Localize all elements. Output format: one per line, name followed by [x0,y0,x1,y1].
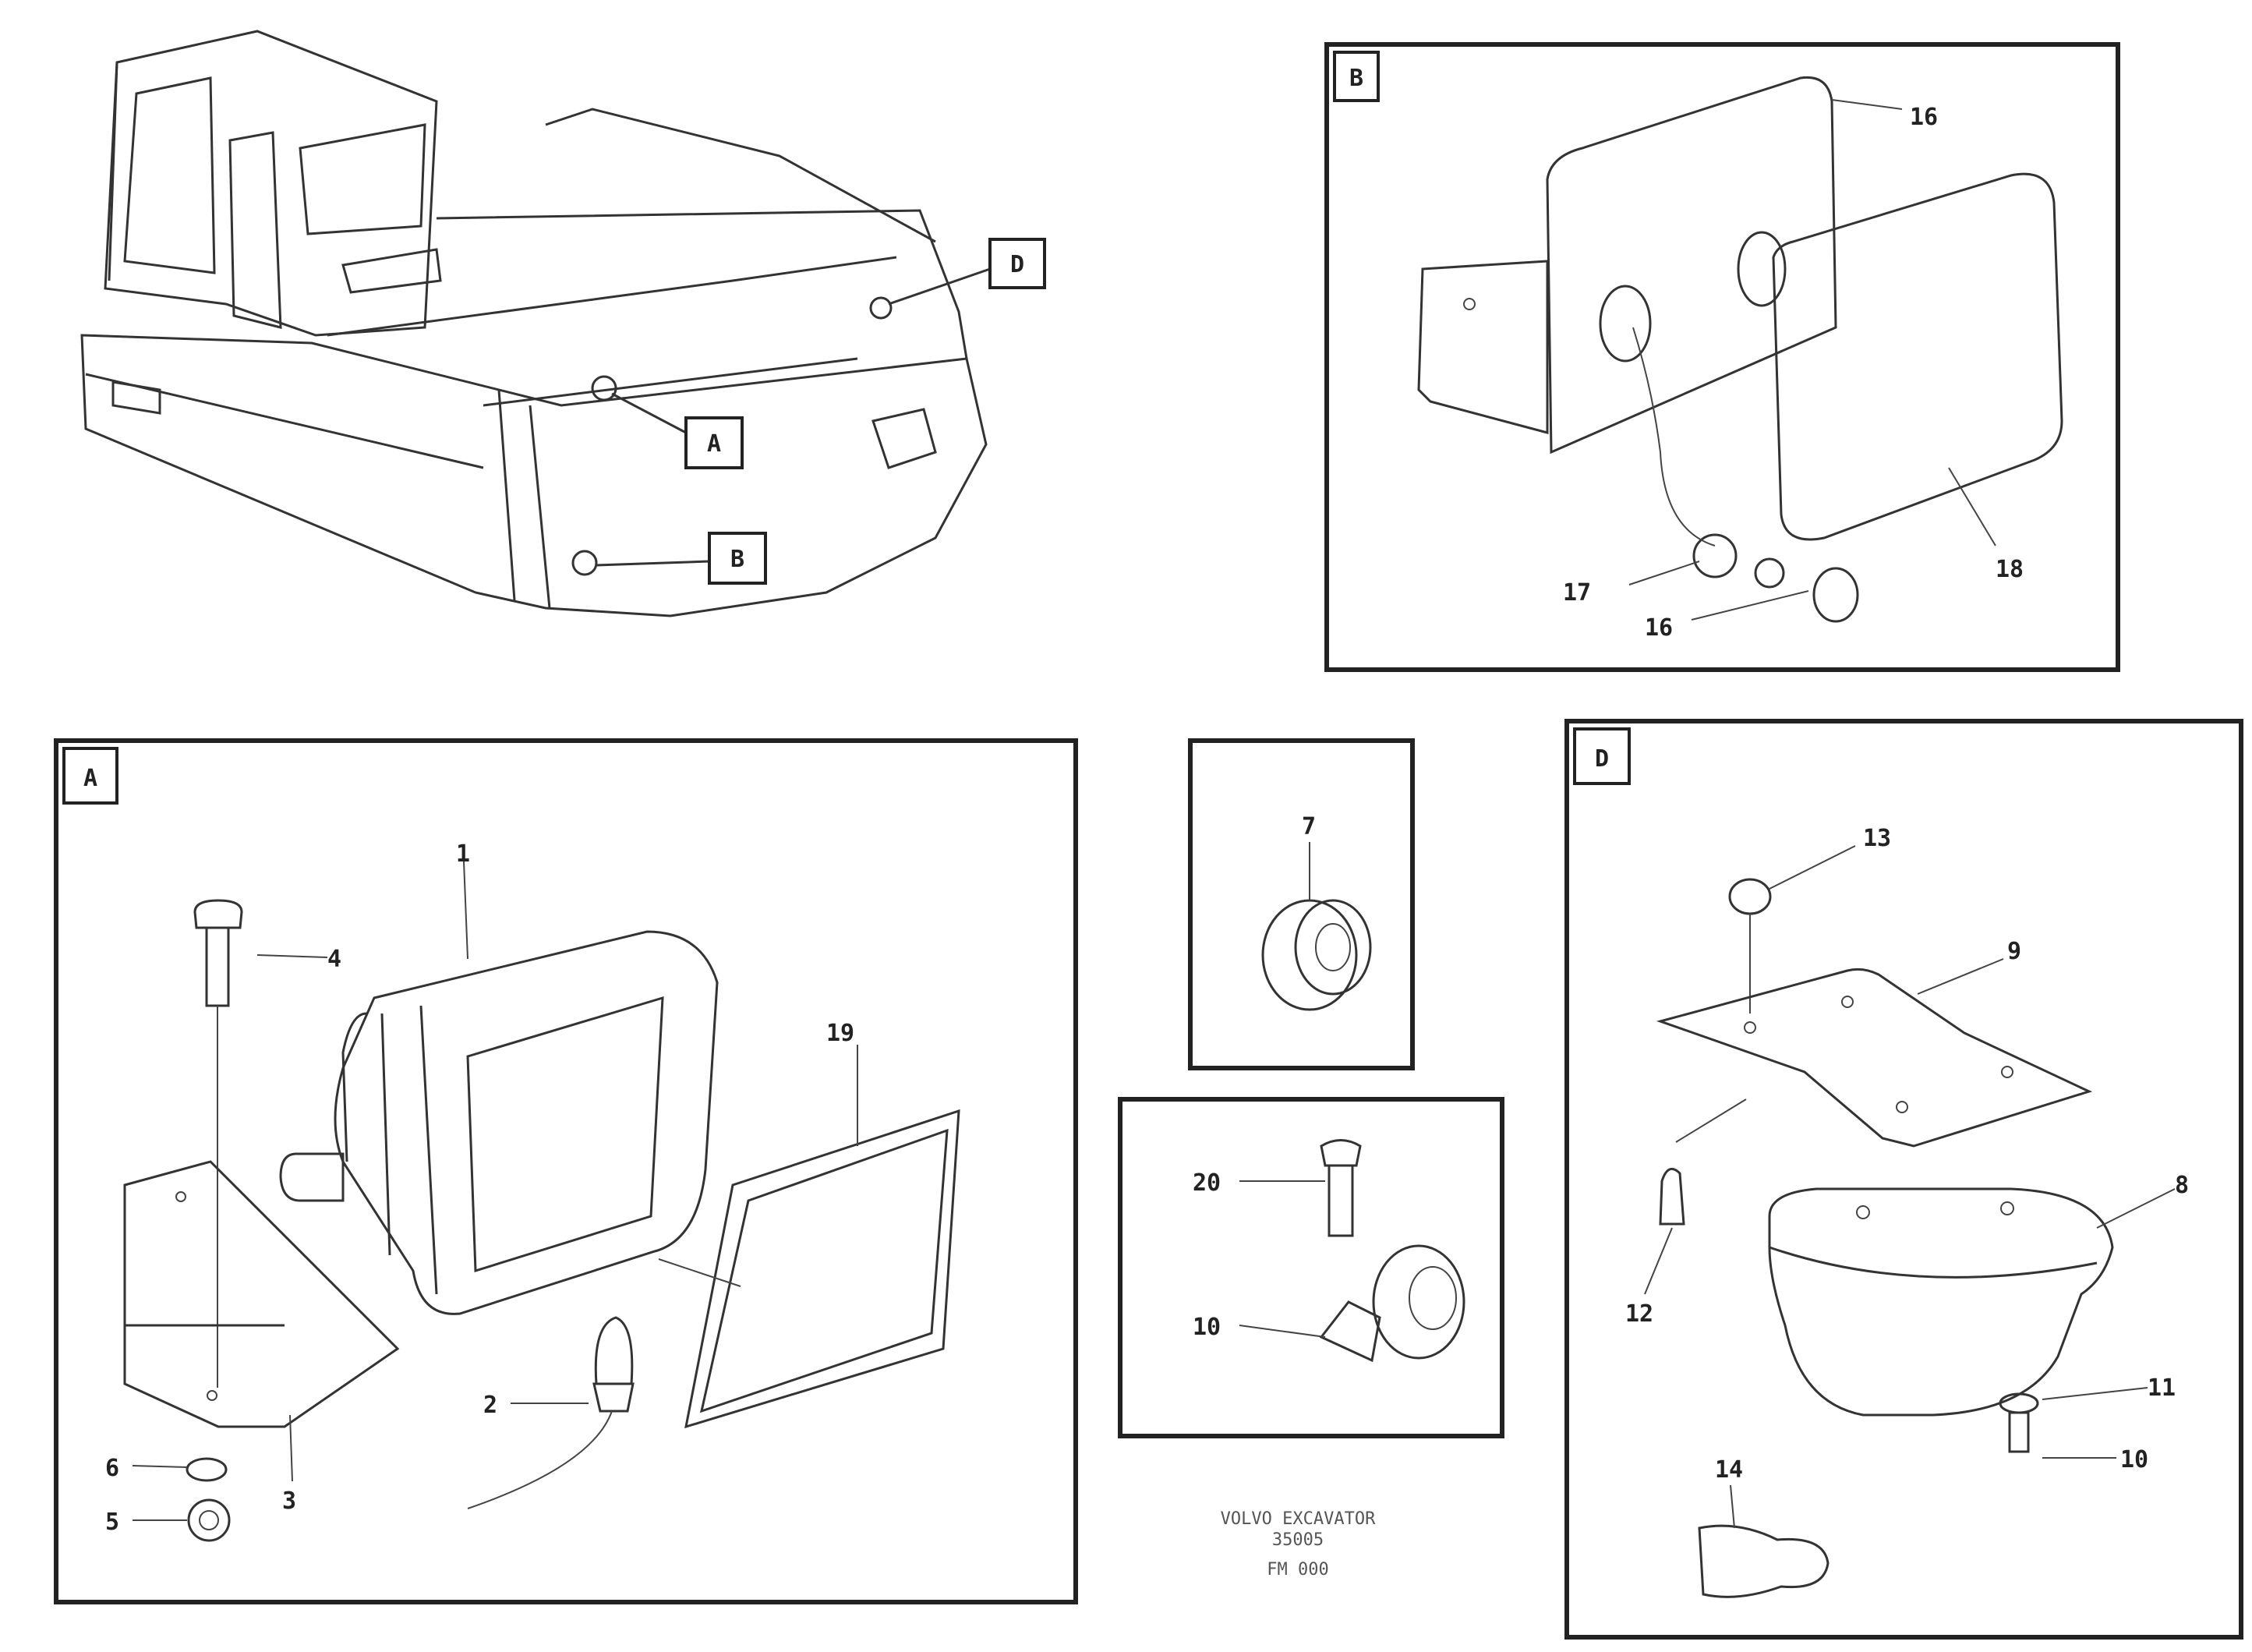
panel-a-label-lamp: 1 [456,840,470,868]
panel-c-frame [1188,738,1415,1070]
panel-b-tag-label: B [1349,65,1363,92]
panel-a-frame [54,738,1078,1604]
callout-tag-b[interactable] [708,532,767,585]
detail-panel-e: 20 10 [1118,1097,1504,1438]
callout-tag-d[interactable] [988,238,1046,289]
panel-e-label-clip: 10 [1193,1314,1221,1341]
panel-d-label-washer: 11 [2148,1374,2176,1402]
panel-a-label-bracket: 3 [282,1488,296,1515]
excavator-overview-drawing: D A B [80,30,1046,617]
panel-c-label-grommet: 7 [1302,813,1316,840]
detail-panel-d: D 13 9 12 8 11 10 14 [1564,719,2243,1640]
callout-d-label: D [1010,251,1024,278]
panel-a-label-washer: 6 [105,1455,119,1482]
panel-b-frame [1324,42,2120,672]
panel-a-tag [62,747,118,805]
callout-a-label: A [707,430,721,458]
panel-d-tag-label: D [1595,745,1609,773]
footer-ref-line2: 35005 [1272,1530,1324,1550]
footer-ref-line3: FM 000 [1267,1560,1328,1579]
detail-panel-b: B 16 18 17 16 [1324,42,2120,672]
panel-e-frame [1118,1097,1504,1438]
panel-d-label-bulb: 12 [1625,1300,1653,1328]
panel-e-label-screw: 20 [1193,1169,1221,1197]
panel-d-frame [1564,719,2243,1640]
panel-d-label-nut: 13 [1863,825,1891,852]
panel-b-label-bulb-left: 17 [1563,579,1591,607]
panel-b-tag [1333,51,1380,102]
panel-d-label-housing: 8 [2175,1172,2189,1199]
panel-a-label-bulb: 2 [483,1392,497,1419]
callout-b-label: B [730,546,744,573]
panel-a-label-lens: 19 [826,1020,854,1047]
panel-a-tag-label: A [83,765,97,792]
panel-d-label-gasket: 9 [2007,938,2021,965]
panel-b-label-lens-bottom: 18 [1996,556,2024,583]
panel-d-label-screw: 10 [2120,1446,2148,1473]
panel-d-label-lamp-bulb: 14 [1715,1456,1743,1484]
panel-b-label-bulb-right: 16 [1645,614,1673,642]
panel-a-label-bolt: 4 [327,946,341,973]
detail-panel-a: A 4 3 6 5 1 19 [54,738,1078,1604]
panel-a-label-nut: 5 [105,1509,119,1536]
panel-d-tag [1573,727,1631,785]
callout-tag-a[interactable] [684,416,744,469]
panel-b-label-lens-top: 16 [1910,104,1938,131]
detail-panel-c: 7 [1188,738,1415,1070]
footer-ref-line1: VOLVO EXCAVATOR [1221,1509,1376,1529]
